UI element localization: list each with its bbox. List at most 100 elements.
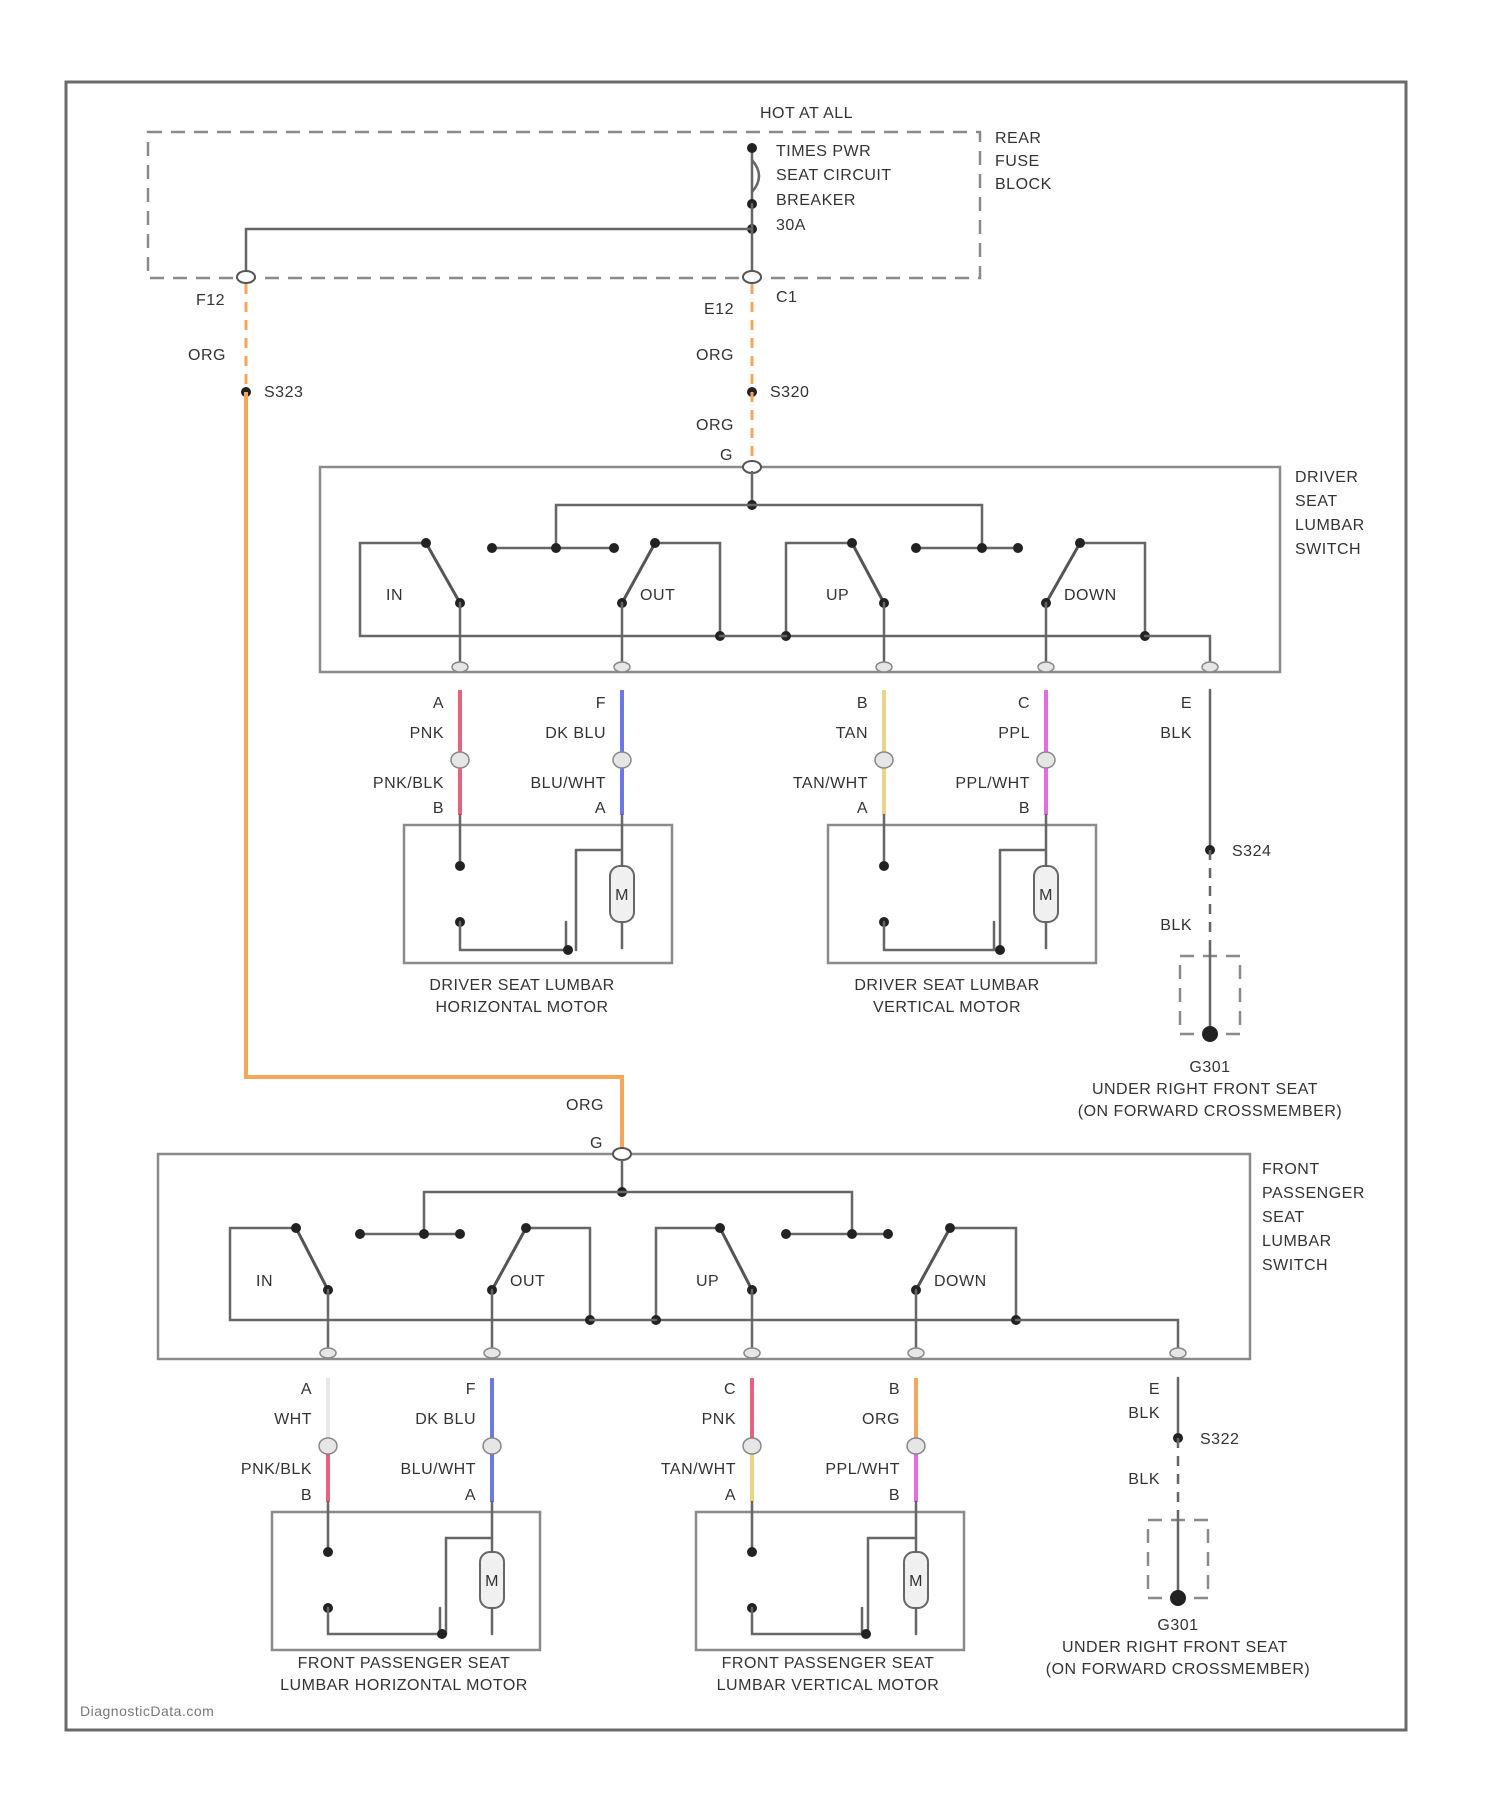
driver-ground-location-1: UNDER RIGHT FRONT SEAT (1092, 1081, 1318, 1098)
passenger-motor-h-label-2: LUMBAR HORIZONTAL MOTOR (280, 1677, 528, 1694)
driver-switch-label-2: SEAT (1295, 493, 1338, 510)
driver-switch-label-4: SWITCH (1295, 541, 1361, 558)
passenger-switch-label-2: PASSENGER (1262, 1185, 1365, 1202)
driver-ground-pin: E (1181, 695, 1192, 712)
driver-vertical-motor: M DRIVER SEAT LUMBAR VERTICAL MOTOR (828, 815, 1096, 1016)
driver-in-contact (426, 543, 460, 603)
passenger-feed-wire: ORG S323 (188, 284, 622, 1148)
passenger-in-contact (296, 1228, 328, 1290)
driver-motor-wires: A PNK PNK/BLK B F DK BLU BLU/WHT A B TAN… (373, 690, 1055, 817)
driver-w3-pin-bottom: A (857, 800, 868, 817)
driver-switch-pin-g: G (720, 447, 733, 464)
passenger-out-label: OUT (510, 1273, 545, 1290)
passenger-up-contact (720, 1228, 752, 1290)
driver-w2-color-bottom: BLU/WHT (531, 775, 607, 792)
passenger-ground-circuit: E BLK S322 BLK G301 UNDER RIGHT FRONT SE… (1046, 1378, 1310, 1678)
driver-up-label: UP (826, 587, 849, 604)
passenger-w4-pin-top: B (889, 1381, 900, 1398)
driver-w1-color-top: PNK (410, 725, 444, 742)
driver-ground-location-2: (ON FORWARD CROSSMEMBER) (1078, 1103, 1342, 1120)
fuse-block-label-3: BLOCK (995, 176, 1052, 193)
fuse-block-label-2: FUSE (995, 153, 1040, 170)
driver-motor-v-label-1: DRIVER SEAT LUMBAR (854, 977, 1039, 994)
splice-s323-label: S323 (264, 384, 303, 401)
driver-down-label: DOWN (1064, 587, 1117, 604)
driver-motor-v-m: M (1039, 887, 1053, 904)
passenger-w2-pin-bottom: A (465, 1487, 476, 1504)
right-wire-2-label: ORG (696, 417, 734, 434)
passenger-feed-wire-label: ORG (566, 1097, 604, 1114)
fuse-block-label-1: REAR (995, 130, 1041, 147)
passenger-switch-housing (158, 1154, 1250, 1359)
driver-motor-h-label-2: HORIZONTAL MOTOR (435, 999, 608, 1016)
driver-in-label: IN (386, 587, 403, 604)
passenger-ground-location-1: UNDER RIGHT FRONT SEAT (1062, 1639, 1288, 1656)
hot-label-3: SEAT CIRCUIT (776, 167, 892, 184)
passenger-lumbar-switch: G FRONT PASSENGER SEAT LUMBAR SWITCH IN … (158, 1135, 1365, 1359)
driver-w4-color-top: PPL (998, 725, 1030, 742)
terminal-c1-label: C1 (776, 289, 797, 306)
passenger-in-label: IN (256, 1273, 273, 1290)
passenger-motor-wires: A WHT PNK/BLK B F DK BLU BLU/WHT A C PNK… (241, 1378, 925, 1504)
terminal-e12 (743, 271, 761, 283)
ground-g301-icon (1202, 1026, 1218, 1042)
hot-label-5: 30A (776, 217, 806, 234)
diagram-frame (66, 82, 1406, 1730)
passenger-w1-color-top: WHT (274, 1411, 312, 1428)
driver-ground-wire-1: BLK (1160, 725, 1192, 742)
passenger-switch-pin-g: G (590, 1135, 603, 1152)
driver-motor-h-label-1: DRIVER SEAT LUMBAR (429, 977, 614, 994)
terminal-f12 (237, 271, 255, 283)
passenger-w1-pin-top: A (301, 1381, 312, 1398)
terminal-e12-label: E12 (704, 301, 734, 318)
driver-w3-pin-top: B (857, 695, 868, 712)
ground-g301-icon (1170, 1590, 1186, 1606)
passenger-w1-pin-bottom: B (301, 1487, 312, 1504)
passenger-motor-v-label-2: LUMBAR VERTICAL MOTOR (717, 1677, 940, 1694)
passenger-switch-label-1: FRONT (1262, 1161, 1320, 1178)
driver-w4-pin-bottom: B (1019, 800, 1030, 817)
rear-fuse-block: REAR FUSE BLOCK HOT AT ALL TIMES PWR SEA… (148, 105, 1052, 318)
right-wire-1-label: ORG (696, 347, 734, 364)
passenger-motor-v-m: M (909, 1573, 923, 1590)
passenger-horizontal-motor: M FRONT PASSENGER SEAT LUMBAR HORIZONTAL… (272, 1502, 540, 1694)
driver-switch-label-1: DRIVER (1295, 469, 1358, 486)
splice-s320-label: S320 (770, 384, 809, 401)
passenger-w4-color-bottom: PPL/WHT (825, 1461, 900, 1478)
passenger-ground-wire-2: BLK (1128, 1471, 1160, 1488)
driver-w2-color-top: DK BLU (545, 725, 606, 742)
passenger-ground-splice-label: S322 (1200, 1431, 1239, 1448)
hot-label-1: HOT AT ALL (760, 105, 853, 122)
driver-out-label: OUT (640, 587, 675, 604)
passenger-w3-pin-bottom: A (725, 1487, 736, 1504)
driver-motor-v-label-2: VERTICAL MOTOR (873, 999, 1021, 1016)
left-wire-label: ORG (188, 347, 226, 364)
driver-switch-label-3: LUMBAR (1295, 517, 1365, 534)
passenger-w4-color-top: ORG (862, 1411, 900, 1428)
driver-w4-pin-top: C (1018, 695, 1030, 712)
passenger-switch-label-5: SWITCH (1262, 1257, 1328, 1274)
driver-switch-housing (320, 467, 1280, 672)
passenger-w3-pin-top: C (724, 1381, 736, 1398)
driver-ground-circuit: E BLK S324 BLK G301 UNDER RIGHT FRONT SE… (1078, 690, 1342, 1120)
passenger-switch-label-3: SEAT (1262, 1209, 1305, 1226)
passenger-up-label: UP (696, 1273, 719, 1290)
driver-motor-h-m: M (615, 887, 629, 904)
passenger-w3-color-bottom: TAN/WHT (661, 1461, 736, 1478)
driver-w4-color-bottom: PPL/WHT (955, 775, 1030, 792)
passenger-motor-v-label-1: FRONT PASSENGER SEAT (722, 1655, 935, 1672)
passenger-switch-label-4: LUMBAR (1262, 1233, 1332, 1250)
driver-up-contact (852, 543, 884, 603)
hot-label-4: BREAKER (776, 192, 856, 209)
passenger-motor-h-label-1: FRONT PASSENGER SEAT (298, 1655, 511, 1672)
passenger-down-label: DOWN (934, 1273, 987, 1290)
driver-w3-color-top: TAN (836, 725, 868, 742)
passenger-w4-pin-bottom: B (889, 1487, 900, 1504)
hot-label-2: TIMES PWR (776, 143, 871, 160)
driver-ground-wire-2: BLK (1160, 917, 1192, 934)
driver-w1-pin-top: A (433, 695, 444, 712)
passenger-w2-color-top: DK BLU (415, 1411, 476, 1428)
passenger-ground-id: G301 (1157, 1617, 1198, 1634)
driver-lumbar-switch: G DRIVER SEAT LUMBAR SWITCH IN OUT UP DO… (320, 447, 1365, 672)
